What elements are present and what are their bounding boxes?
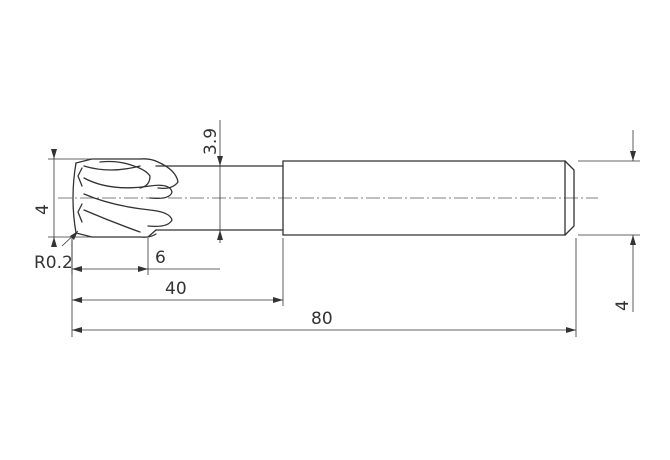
neck-diameter-label: 3.9 (201, 128, 221, 155)
cutter-diameter-label: 4 (33, 204, 53, 215)
neck-length-label: 40 (165, 279, 187, 299)
dim-shank-diameter: 4 (578, 130, 640, 312)
corner-radius-label: R0.2 (34, 253, 73, 273)
cutting-length-label: 6 (155, 248, 166, 268)
dim-cutter-diameter: 4 (33, 149, 92, 247)
tool-body (72, 158, 575, 238)
dim-cutting-length: 6 (71, 238, 220, 275)
tool-neck (147, 165, 284, 238)
dim-corner-radius: R0.2 (34, 230, 79, 273)
overall-length-label: 80 (311, 309, 333, 329)
shank-diameter-label: 4 (613, 300, 633, 311)
dim-overall-length: 80 (72, 238, 577, 337)
dim-neck-length: 40 (71, 238, 284, 337)
tool-shank (282, 160, 575, 236)
dim-neck-diameter: 3.9 (201, 120, 223, 243)
